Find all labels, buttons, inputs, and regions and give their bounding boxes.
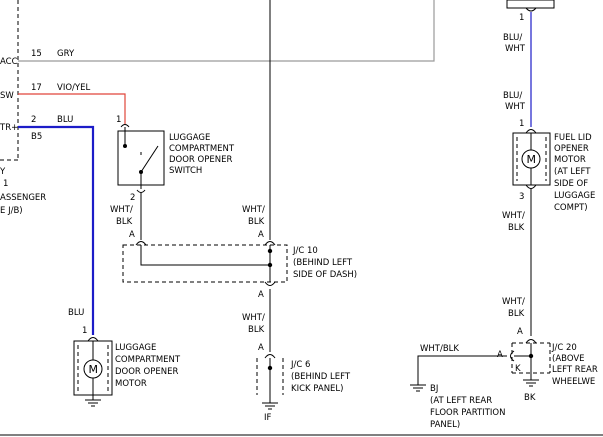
gry-wire: GRY: [18, 0, 435, 62]
jc20-label-line-1: J/C 20: [551, 343, 577, 353]
blu-wht-label-1a: BLU/: [503, 33, 522, 43]
junction-connector-20: A A K BK J/C 20 (ABOVE LEFT REAR WHEELWE: [497, 327, 598, 403]
wht-blk-wire-top: WHT/ BLK: [242, 0, 271, 240]
motor-left-m: M: [89, 363, 99, 376]
pin-sw-label: SW: [0, 91, 14, 101]
ground-bj-label-line-3: FLOOR PARTITION: [430, 408, 505, 418]
switch-label-line-4: SWITCH: [169, 166, 202, 176]
wht-blk-wire-switch: WHT/ BLK: [110, 193, 142, 240]
jc20-label-line-4: WHEELWE: [552, 377, 595, 387]
junction-connector-6: A IF J/C 6 (BEHIND LEFT KICK PANEL): [256, 343, 351, 423]
motor-right-label-line-5: SIDE OF: [554, 179, 588, 189]
motor-left-label-line-2: COMPARTMENT: [115, 355, 181, 365]
door-opener-switch: 1 2 LUGGAGE COMPARTMENT DOOR OPENER SWIT…: [116, 115, 235, 203]
wht-blk-wire-jc10-jc6: WHT/ BLK: [242, 289, 271, 352]
switch-pin-1: 1: [116, 115, 121, 125]
jc6-label-line-1: J/C 6: [290, 360, 310, 370]
motor-right-label-line-1: FUEL LID: [554, 133, 592, 143]
ground-bj-label-line-4: PANEL): [430, 420, 460, 430]
jc10-dashed-box: [122, 244, 288, 283]
blu-wire-label-low: BLU: [68, 308, 84, 318]
connector-ref-1: 1: [3, 179, 8, 189]
motor-left-label-line-3: DOOR OPENER: [115, 367, 178, 377]
ground-bk-label: BK: [524, 393, 536, 403]
jc10-pin-a-top: A: [258, 230, 264, 240]
wht-blk-label-2a: WHT/: [242, 205, 265, 215]
pin-17-label: 17: [31, 83, 42, 93]
blu-wire-label-top: BLU: [57, 115, 73, 125]
jc6-label-line-3: KICK PANEL): [291, 384, 343, 394]
jc10-label-line-3: SIDE OF DASH): [293, 270, 357, 280]
pin-tr-label: TR+: [0, 123, 18, 133]
fuel-lid-opener-motor: 1 M 3 FUEL LID OPENER MOTOR (AT LEFT SID…: [512, 119, 595, 213]
jc20-pin-k: K: [515, 364, 521, 374]
pin-15-label: 15: [31, 49, 42, 59]
jc10-label-line-1: J/C 10: [292, 246, 318, 256]
motor-left-label-line-4: MOTOR: [115, 379, 147, 389]
switch-label-line-1: LUGGAGE: [169, 133, 210, 143]
jc20-label-line-3: LEFT REAR: [552, 365, 598, 375]
motor-left-pin-1: 1: [82, 326, 87, 336]
blu-wire: BLU BLU: [18, 115, 95, 335]
motor-left-label-line-1: LUGGAGE: [115, 343, 156, 353]
blu-wht-label-2b: WHT: [505, 102, 526, 112]
switch-label-line-3: DOOR OPENER: [169, 155, 232, 165]
door-opener-motor: 1 M LUGGAGE COMPARTMENT DOOR OPENER MOTO…: [73, 326, 181, 407]
wht-blk-right-label-1a: WHT/: [502, 211, 525, 221]
switch-pin-2: 2: [130, 193, 135, 203]
blu-wht-wire: BLU/ WHT BLU/ WHT: [503, 12, 532, 127]
connector-passenger-label: ASSENGER: [0, 193, 46, 203]
pin-acc-label: ACC: [0, 57, 18, 67]
motor-right-label-line-4: (AT LEFT: [554, 167, 591, 177]
jc10-label-line-2: (BEHIND LEFT: [293, 258, 353, 268]
motor-right-pin-3: 3: [519, 192, 524, 202]
switch-label-line-2: COMPARTMENT: [169, 144, 235, 154]
vio-yel-wire-label: VIO/YEL: [57, 83, 90, 93]
ground-bj-label-line-1: BJ: [430, 384, 438, 394]
wht-blk-label-1a: WHT/: [110, 205, 133, 215]
top-right-connector: 1: [506, 0, 555, 23]
left-connector: ACC SW TR+ 15 17 2 B5 1 ASSENGER E J/B) …: [0, 0, 46, 216]
wht-blk-right-label-2b: BLK: [508, 309, 525, 319]
connector-y-label: Y: [0, 167, 6, 177]
jc10-pin-a-left: A: [129, 230, 135, 240]
jc20-pin-a-top: A: [517, 327, 523, 337]
jc10-splice-dot: [267, 262, 273, 268]
motor-right-label-line-6: LUGGAGE: [554, 191, 595, 201]
wht-blk-label-1b: BLK: [116, 217, 133, 227]
blu-wht-label-2a: BLU/: [503, 91, 522, 101]
jc10-pin-a-bottom: A: [258, 290, 264, 300]
gry-wire-label: GRY: [57, 49, 75, 59]
vio-yel-wire: VIO/YEL: [18, 83, 126, 124]
wht-blk-label-3b: BLK: [248, 325, 265, 335]
motor-right-pin-1: 1: [519, 119, 524, 129]
wht-blk-right-label-1b: BLK: [508, 223, 525, 233]
junction-connector-10: A A A J/C 10 (BEHIND LEFT SIDE OF DASH): [122, 230, 357, 300]
pin-2-label: 2: [31, 115, 36, 125]
jc6-pin-a: A: [258, 343, 264, 353]
wht-blk-label-3a: WHT/: [242, 313, 265, 323]
ground-if-label: IF: [264, 413, 272, 423]
motor-right-label-line-3: MOTOR: [554, 155, 586, 165]
jc20-pin-a-left: A: [497, 350, 503, 360]
blu-wht-label-1b: WHT: [505, 44, 526, 54]
code-b5-label: B5: [31, 132, 42, 142]
wht-blk-label-2b: BLK: [248, 217, 265, 227]
jc6-label-line-2: (BEHIND LEFT: [291, 372, 351, 382]
connector-jb-label: E J/B): [0, 206, 23, 216]
motor-right-m: M: [527, 153, 537, 166]
motor-right-label-line-7: COMPT): [554, 203, 588, 213]
wht-blk-right-label-2a: WHT/: [502, 297, 525, 307]
ground-bj-label-line-2: (AT LEFT REAR: [430, 396, 492, 406]
motor-right-label-line-2: OPENER: [554, 144, 589, 154]
jc20-label-line-2: (ABOVE: [552, 354, 585, 364]
wht-blk-horizontal-label: WHT/BLK: [420, 344, 459, 354]
wht-blk-wire-right: WHT/ BLK WHT/ BLK: [502, 189, 532, 336]
switch-contact: [140, 145, 159, 173]
wht-blk-wire-bj: WHT/BLK BJ (AT LEFT REAR FLOOR PARTITION…: [410, 344, 507, 430]
top-right-pin-1: 1: [519, 13, 524, 23]
